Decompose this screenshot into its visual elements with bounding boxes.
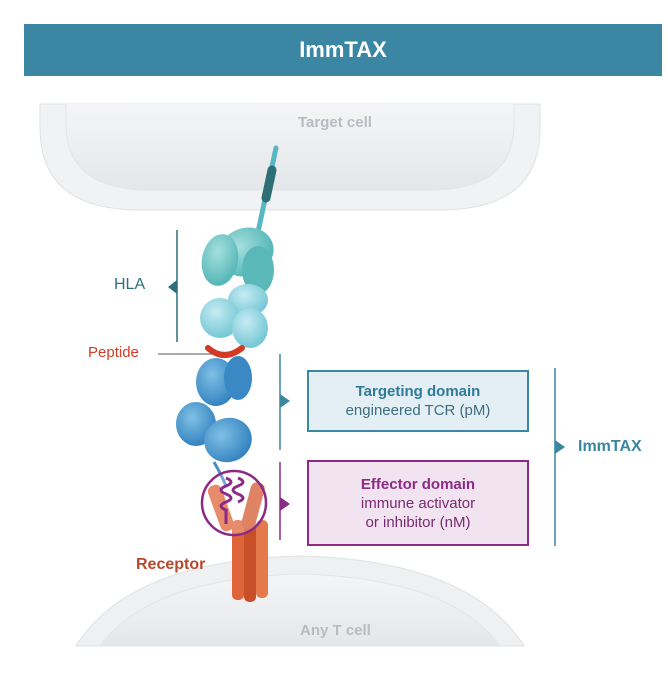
targeting-domain-desc: engineered TCR (pM) bbox=[345, 402, 491, 419]
immtax-side-label: ImmTAX bbox=[578, 438, 642, 455]
targeting-domain-box: Targeting domain engineered TCR (pM) bbox=[307, 370, 529, 432]
effector-domain-desc-1: immune activator bbox=[360, 494, 476, 512]
peptide-label: Peptide bbox=[88, 344, 139, 361]
receptor-label: Receptor bbox=[136, 556, 206, 573]
hla-bracket bbox=[168, 230, 178, 342]
t-cell bbox=[75, 555, 525, 647]
receptor-molecule bbox=[207, 482, 268, 602]
target-cell-label: Target cell bbox=[298, 114, 372, 131]
targeting-domain-title: Targeting domain bbox=[355, 383, 481, 400]
peptide-mark bbox=[205, 345, 245, 358]
immtax-bracket bbox=[554, 368, 565, 546]
page-title: ImmTAX bbox=[24, 24, 662, 76]
hla-stalk bbox=[255, 145, 279, 235]
hla-molecule bbox=[200, 227, 274, 348]
hla-label: HLA bbox=[114, 276, 146, 293]
t-cell-label: Any T cell bbox=[300, 622, 371, 639]
effector-domain-box: Effector domain immune activator or inhi… bbox=[307, 460, 529, 546]
targeting-bracket bbox=[279, 354, 290, 450]
effector-bracket bbox=[279, 462, 290, 540]
effector-domain-desc-2: or inhibitor (nM) bbox=[365, 513, 471, 531]
target-cell bbox=[39, 103, 541, 211]
effector-molecule bbox=[200, 469, 268, 537]
effector-domain-title: Effector domain bbox=[360, 475, 476, 493]
tcr-molecule bbox=[176, 356, 252, 487]
